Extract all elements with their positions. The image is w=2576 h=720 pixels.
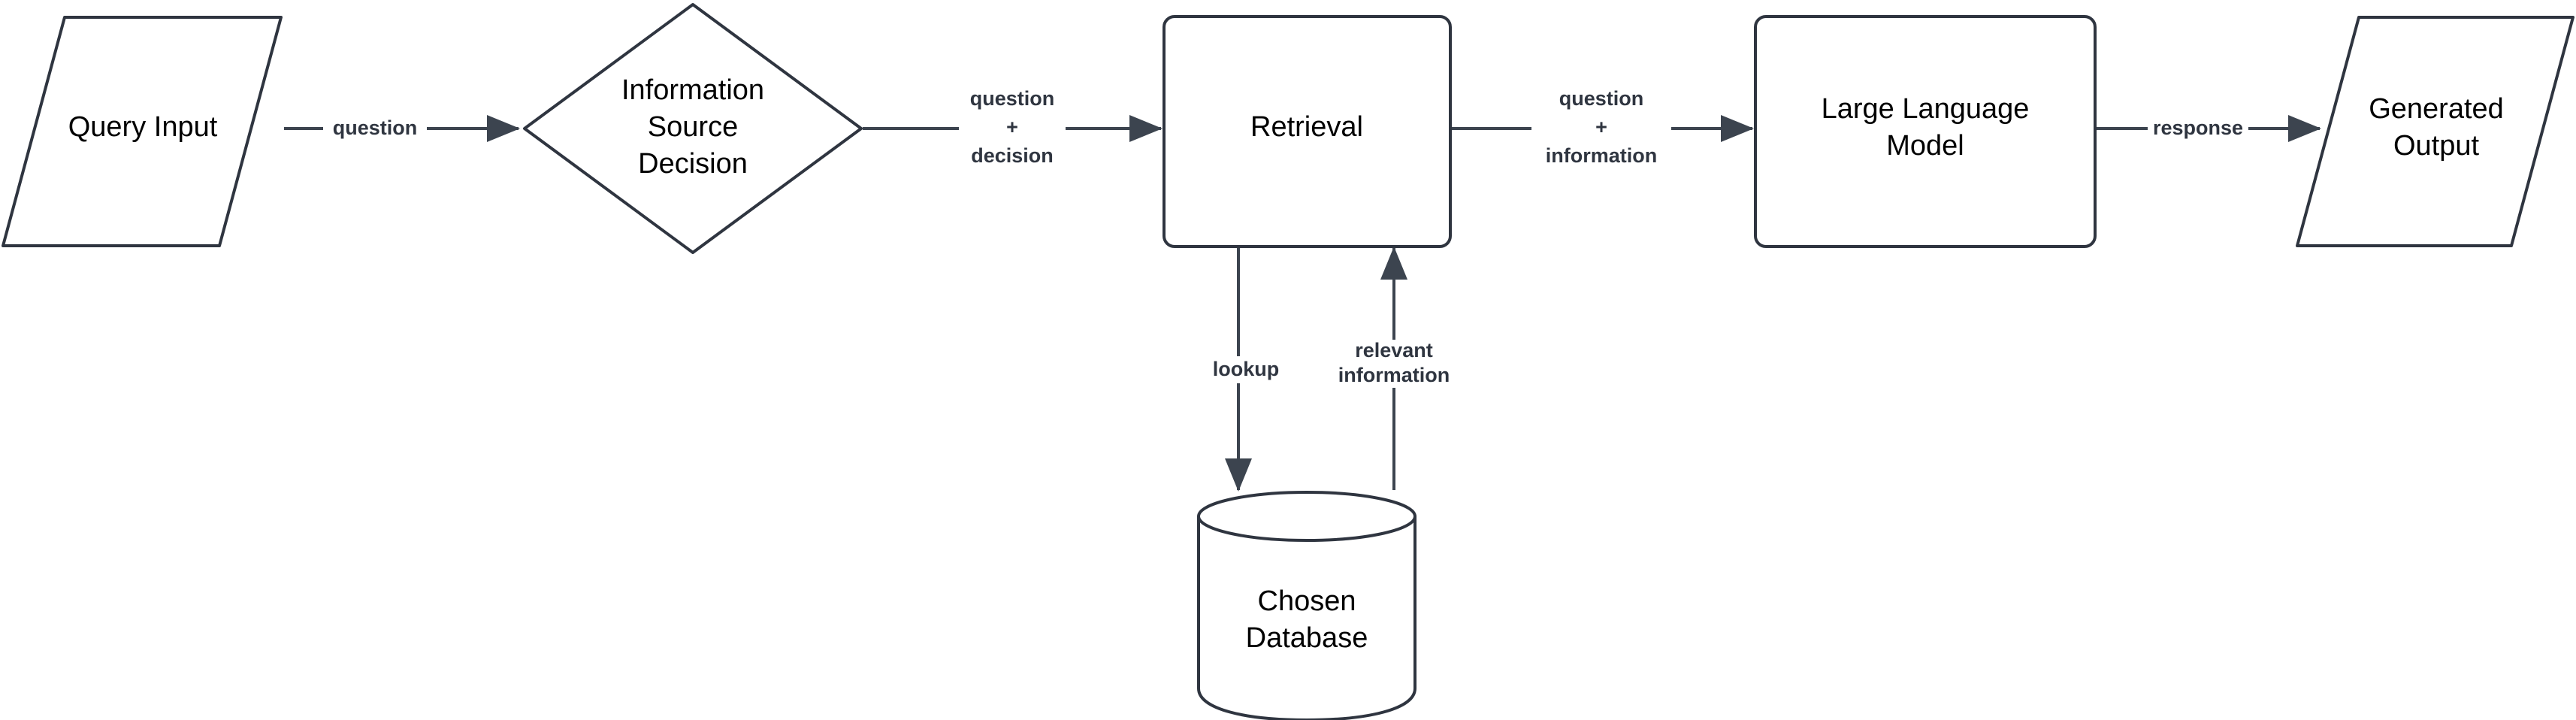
query-input-shape[interactable]	[2, 16, 283, 247]
generated-output-label-line-1: Generated	[2369, 93, 2504, 125]
edge-retrieval-to-database: lookup	[1204, 247, 1288, 492]
chosen-database-label-line-1: Chosen	[1258, 585, 1356, 617]
edge-label-relevant: relevant	[1355, 339, 1433, 362]
edge-label-question-2: question	[970, 87, 1055, 110]
generated-output-shape[interactable]	[2296, 16, 2574, 247]
edge-retrieval-to-llm: question + information	[1452, 87, 1754, 167]
chosen-database-label-line-2: Database	[1246, 622, 1368, 654]
node-chosen-database[interactable]: Chosen Database	[1197, 491, 1416, 720]
edge-label-question-1: question	[333, 116, 418, 139]
decision-label-line-1: Information	[621, 74, 764, 106]
edge-label-relevant-information: information	[1338, 364, 1450, 386]
retrieval-label: Retrieval	[1250, 111, 1363, 143]
node-retrieval[interactable]: Retrieval	[1163, 15, 1452, 248]
llm-label-line-1: Large Language	[1822, 93, 2030, 125]
node-generated-output[interactable]: Generated Output	[2296, 16, 2574, 247]
retrieval-shape[interactable]	[1163, 15, 1452, 248]
generated-output-label-line-2: Output	[2393, 130, 2480, 162]
edge-database-to-retrieval: relevant information	[1306, 247, 1482, 490]
node-information-source-decision[interactable]: Information Source Decision	[523, 3, 863, 254]
llm-label-line-2: Model	[1886, 130, 1964, 162]
node-large-language-model[interactable]: Large Language Model	[1754, 15, 2097, 248]
chosen-database-top[interactable]	[1197, 491, 1416, 542]
edge-label-question-3: question	[1559, 87, 1644, 110]
edge-label-plus-1: +	[1006, 116, 1018, 138]
decision-label-line-2: Source	[648, 111, 738, 143]
edge-label-lookup: lookup	[1213, 358, 1280, 380]
edge-llm-to-output: response	[2097, 114, 2321, 143]
edge-label-decision: decision	[971, 144, 1054, 167]
edge-label-response: response	[2153, 116, 2243, 139]
chosen-database-body[interactable]	[1197, 515, 1416, 720]
decision-label-line-3: Decision	[638, 148, 748, 180]
query-input-label: Query Input	[68, 111, 218, 143]
edge-label-plus-2: +	[1595, 116, 1607, 138]
edge-decision-to-retrieval: question + decision	[863, 87, 1163, 167]
node-query-input[interactable]: Query Input	[2, 16, 283, 247]
edge-query-to-decision: question	[284, 114, 520, 143]
edge-label-information: information	[1546, 144, 1658, 167]
large-language-model-shape[interactable]	[1754, 15, 2097, 248]
information-source-decision-shape[interactable]	[523, 3, 863, 254]
